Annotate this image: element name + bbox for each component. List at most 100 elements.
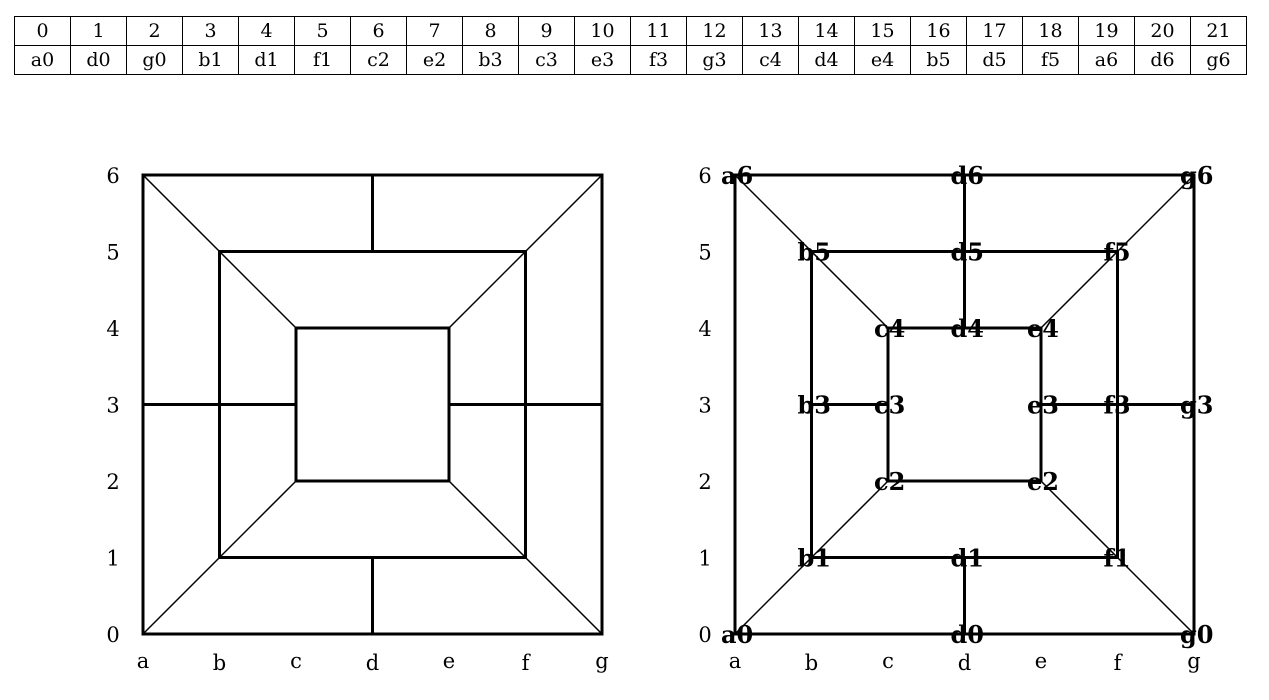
board-line [524,173,604,253]
row-label: 3 [698,394,711,418]
point-cell: b5 [910,45,967,75]
board-line [810,479,890,559]
point-cell: a6 [1078,45,1135,75]
column-label: b [805,651,818,675]
point-label: c4 [874,314,905,343]
index-cell: 1 [70,16,127,46]
point-cell: d5 [966,45,1023,75]
point-label: d4 [951,314,984,343]
column-label: b [213,651,226,675]
column-label: c [290,649,302,673]
row-label: 2 [698,470,711,494]
point-label: e4 [1027,314,1059,343]
column-label: a [137,649,150,673]
point-label: c3 [874,391,905,420]
point-label: f1 [1104,544,1131,573]
point-label: e2 [1027,467,1059,496]
board-line [524,556,604,636]
row-label: 1 [106,547,119,571]
row-label: 5 [698,241,711,265]
point-cell: e3 [574,45,631,75]
board-line [447,250,527,330]
board-line [218,250,298,330]
index-cell: 14 [798,16,855,46]
index-cell: 8 [462,16,519,46]
point-cell: g0 [126,45,183,75]
row-label: 0 [698,623,711,647]
point-label: b1 [798,544,831,573]
row-label: 6 [698,164,711,188]
point-cell: f1 [294,45,351,75]
point-cell: b1 [182,45,239,75]
point-cell: e4 [854,45,911,75]
index-cell: 20 [1134,16,1191,46]
point-label: a0 [721,620,753,649]
point-label: d0 [951,620,984,649]
point-label: d5 [951,238,984,267]
column-label: f [522,651,532,675]
row-label: 4 [106,317,119,341]
index-cell: 10 [574,16,631,46]
column-label: a [729,649,742,673]
board-line [1116,173,1196,253]
index-cell: 11 [630,16,687,46]
point-cell: d1 [238,45,295,75]
column-label: e [443,649,455,673]
point-label: g6 [1180,161,1213,190]
column-label: d [366,651,379,675]
index-cell: 0 [14,16,71,46]
index-cell: 16 [910,16,967,46]
board-line [1116,556,1196,636]
board-line [1039,479,1119,559]
point-label: b3 [798,391,831,420]
point-cell: b3 [462,45,519,75]
index-cell: 9 [518,16,575,46]
point-label: a6 [721,161,753,190]
point-cell: c2 [350,45,407,75]
point-cell: d6 [1134,45,1191,75]
row-label: 5 [106,241,119,265]
point-label: f3 [1104,391,1131,420]
point-label: g3 [1180,391,1213,420]
board-line [218,479,298,559]
board-line [141,556,221,636]
board-line [733,173,813,253]
point-cell: d4 [798,45,855,75]
point-cell: g6 [1190,45,1247,75]
index-cell: 19 [1078,16,1135,46]
column-label: f [1114,651,1124,675]
column-label: c [882,649,894,673]
point-cell: g3 [686,45,743,75]
point-label: g0 [1180,620,1213,649]
point-label: f5 [1104,238,1131,267]
row-label: 1 [698,547,711,571]
index-cell: 3 [182,16,239,46]
board-line [810,250,890,330]
row-label: 4 [698,317,711,341]
row-label: 6 [106,164,119,188]
point-cell: f5 [1022,45,1079,75]
board-line [447,479,527,559]
index-cell: 15 [854,16,911,46]
board-line [733,556,813,636]
point-label: d6 [951,161,984,190]
row-label: 2 [106,470,119,494]
point-label: e3 [1027,391,1059,420]
column-label: e [1035,649,1047,673]
index-cell: 6 [350,16,407,46]
point-cell: e2 [406,45,463,75]
row-label: 0 [106,623,119,647]
board-line [1039,250,1119,330]
row-label: 3 [106,394,119,418]
point-label: c2 [874,467,905,496]
point-cell: c4 [742,45,799,75]
column-label: d [958,651,971,675]
point-cell: f3 [630,45,687,75]
point-label: b5 [798,238,831,267]
